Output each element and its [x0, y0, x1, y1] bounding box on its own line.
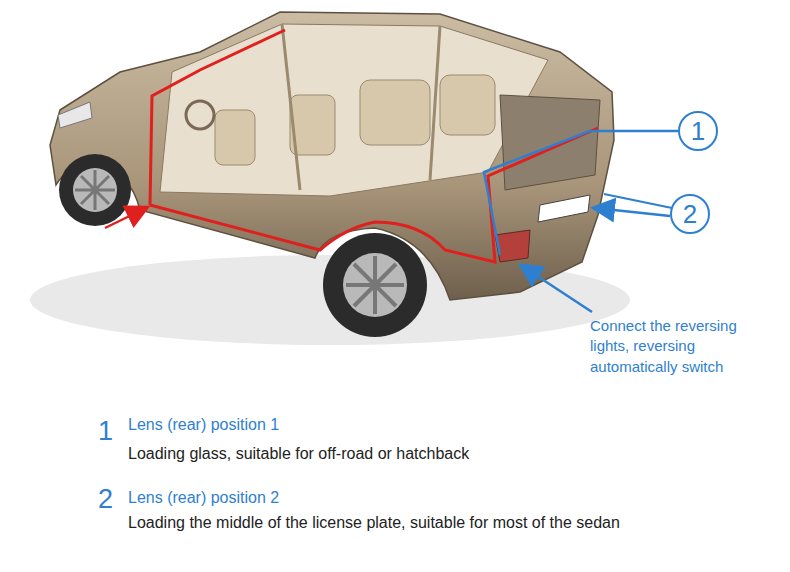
leader-line: [484, 131, 678, 255]
list-heading: Lens (rear) position 1: [128, 414, 728, 436]
leader-line: [604, 194, 672, 208]
leader-arrow: [595, 208, 670, 216]
wire-route: [150, 30, 285, 205]
callout-number: 2: [683, 201, 697, 227]
list-text: Loading the middle of the license plate,…: [128, 512, 768, 534]
seat: [440, 75, 495, 135]
seat: [360, 80, 430, 145]
pillar: [282, 24, 300, 190]
head-light: [58, 102, 92, 128]
pillar: [430, 26, 440, 180]
red-arrow: [105, 208, 146, 228]
steering-wheel: [186, 101, 214, 129]
front-wheel: [59, 154, 131, 226]
list-text: Loading glass, suitable for off-road or …: [128, 443, 768, 465]
callout-circle: 1: [678, 111, 718, 151]
tail-light: [495, 230, 530, 262]
seat: [290, 95, 335, 155]
seat: [215, 110, 255, 165]
list-number: 2: [98, 485, 122, 515]
license-plate: [538, 195, 590, 222]
list-heading: Lens (rear) position 2: [128, 487, 728, 509]
rear-wheel: [323, 233, 427, 337]
callout-number: 1: [691, 118, 705, 144]
leader-arrow: [522, 266, 592, 312]
rear-glass: [500, 95, 600, 190]
wire-route: [150, 128, 598, 262]
callout-circle: 2: [670, 194, 710, 234]
callout-note: Connect the reversing lights, reversing …: [590, 316, 770, 377]
list-number: 1: [98, 417, 122, 447]
